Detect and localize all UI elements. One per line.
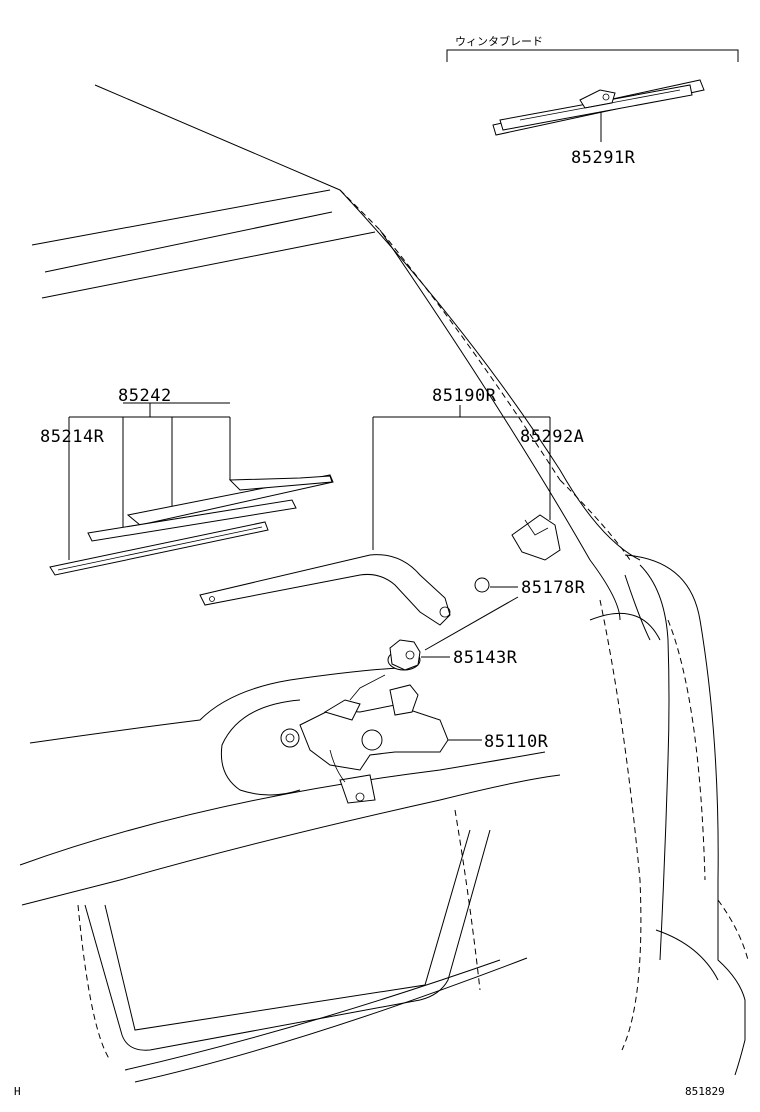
wiper-arm-group <box>199 405 561 626</box>
part-label-85291r[interactable]: 85291R <box>571 148 636 168</box>
part-label-85292a[interactable]: 85292A <box>520 427 584 447</box>
part-label-85214r[interactable]: 85214R <box>40 427 105 447</box>
winter-blade-caption: ウィンタブレード <box>455 34 543 48</box>
wiper-motor-85110r-drawing <box>280 674 482 804</box>
winter-blade-85291r-drawing <box>492 79 705 136</box>
winter-blade-group <box>446 49 739 142</box>
part-label-85242[interactable]: 85242 <box>118 386 172 406</box>
grommet-85143r-drawing <box>387 596 519 671</box>
part-label-85178r[interactable]: 85178R <box>521 578 586 598</box>
part-label-85143r[interactable]: 85143R <box>453 648 518 668</box>
rear-blade-group <box>49 402 334 576</box>
nut-85178r-drawing <box>474 577 518 593</box>
diagram-number: 851829 <box>685 1085 725 1098</box>
vehicle-body-outline <box>19 84 749 1083</box>
part-label-85110r[interactable]: 85110R <box>484 732 549 752</box>
part-label-85190r[interactable]: 85190R <box>432 386 497 406</box>
footer-left-code: H <box>14 1085 21 1098</box>
